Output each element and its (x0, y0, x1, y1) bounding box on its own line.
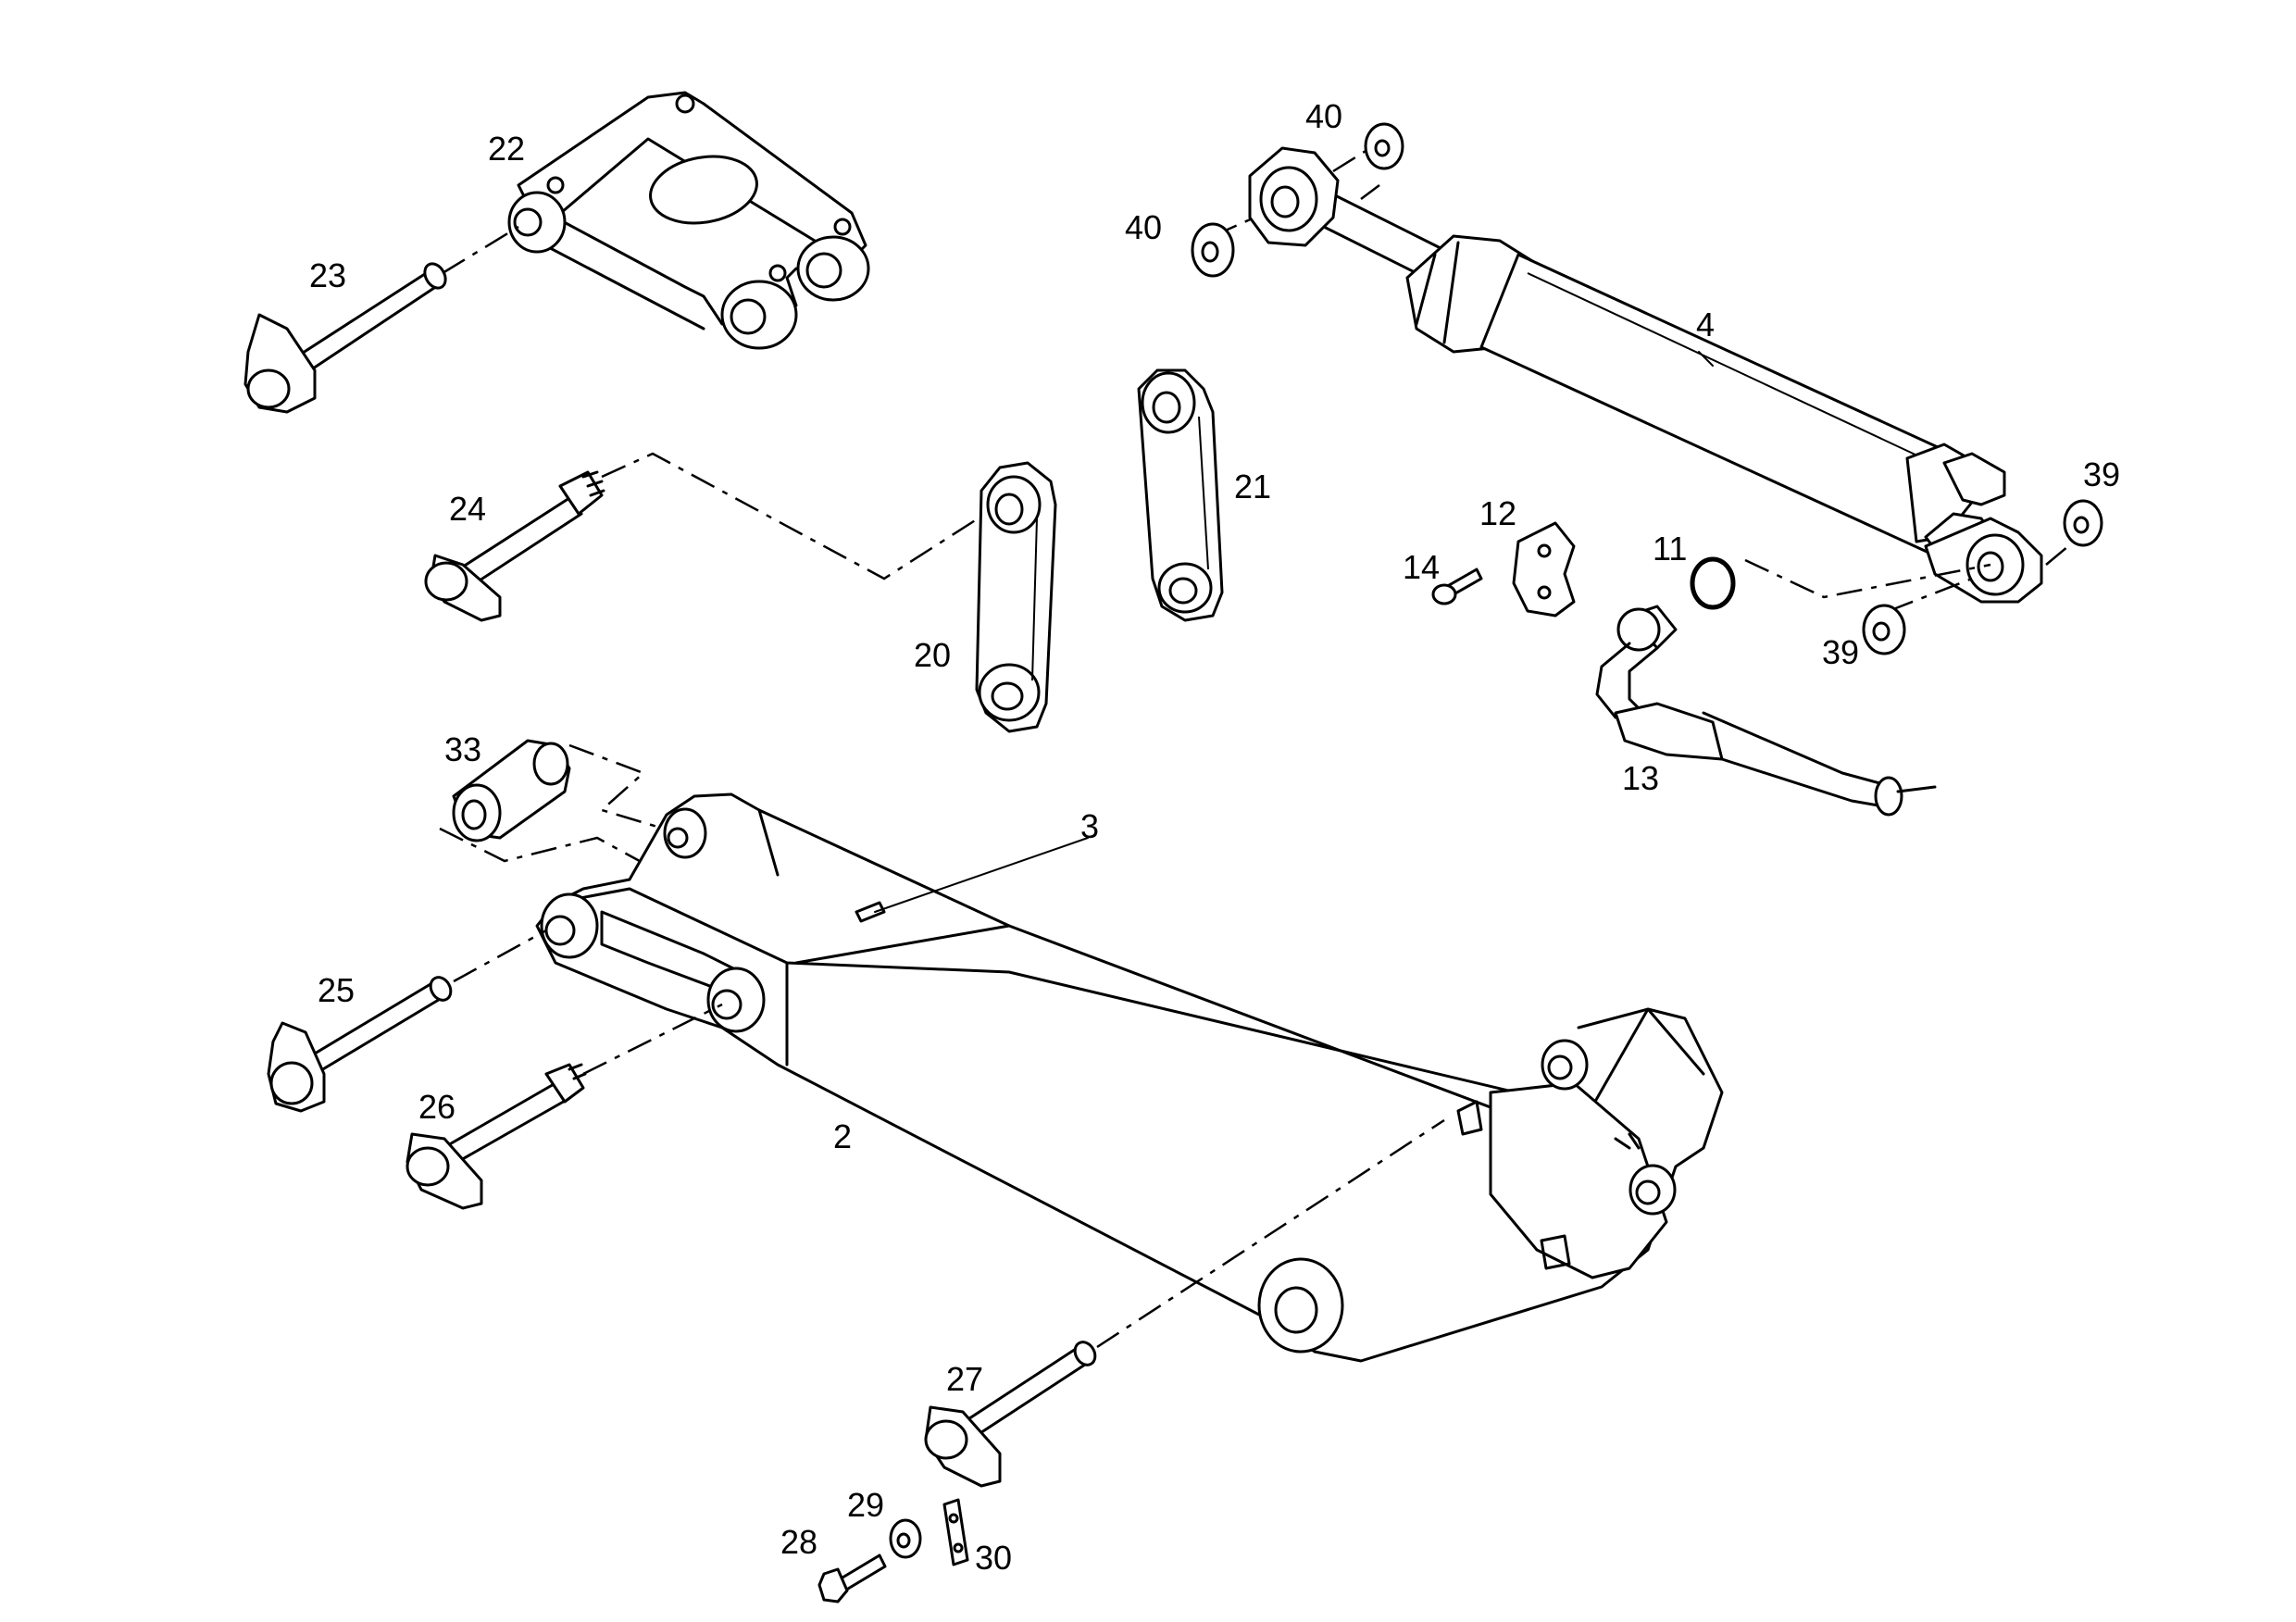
label-27: 27 (946, 1360, 983, 1398)
label-14: 14 (1403, 548, 1440, 586)
part-27-pin (924, 1341, 1097, 1488)
part-22-bracket (507, 91, 870, 350)
label-33: 33 (444, 730, 481, 768)
axis-line-23 (442, 225, 519, 275)
axis-line-39 (1744, 558, 1991, 599)
label-29: 29 (847, 1486, 884, 1524)
part-30-plate (942, 1498, 969, 1566)
label-39-lower: 39 (1822, 633, 1859, 671)
part-2-boom-arm (535, 792, 1724, 1363)
label-3: 3 (1080, 807, 1099, 845)
part-23-pin (243, 262, 447, 414)
axis-line-33 (439, 743, 695, 867)
part-21-link (1137, 368, 1224, 622)
part-20-link (975, 461, 1057, 733)
part-4-hydraulic-cylinder (1248, 146, 2043, 604)
label-25: 25 (318, 971, 355, 1009)
axis-line-26 (582, 1003, 723, 1076)
part-28-bolt (817, 1553, 887, 1603)
label-40-top: 40 (1305, 97, 1342, 135)
axis-line-24 (601, 452, 1001, 580)
label-12: 12 (1479, 494, 1516, 532)
label-22: 22 (488, 130, 525, 168)
axis-line-27 (1096, 1118, 1445, 1349)
part-25-pin (267, 976, 453, 1113)
label-23: 23 (309, 256, 346, 294)
label-4: 4 (1696, 306, 1715, 343)
part-33-bushing (452, 739, 571, 842)
axis-line-4 (1360, 184, 1380, 200)
label-21: 21 (1234, 468, 1271, 505)
part-29-washer (889, 1518, 922, 1559)
label-24: 24 (449, 490, 486, 528)
label-39-right: 39 (2083, 455, 2120, 493)
part-13-hose (1595, 605, 1937, 817)
part-26-pin (406, 1063, 587, 1210)
label-28: 28 (780, 1523, 817, 1561)
leader-line-3 (874, 837, 1089, 913)
label-13: 13 (1622, 759, 1659, 797)
label-26: 26 (418, 1088, 455, 1126)
part-11-seal-ring (1690, 556, 1736, 610)
part-40-washers (1191, 122, 1404, 278)
part-12-clamp (1512, 521, 1576, 618)
label-11: 11 (1653, 530, 1687, 568)
label-40-left: 40 (1125, 208, 1162, 246)
label-30: 30 (975, 1539, 1012, 1577)
part-14-screw (1431, 568, 1483, 605)
label-2: 2 (833, 1117, 852, 1155)
leader-line-4 (1698, 351, 1714, 367)
part-39-washers (1862, 499, 2103, 655)
axis-line-39b (1888, 541, 2075, 613)
axis-line-25 (453, 929, 547, 983)
part-24-pin (424, 470, 605, 622)
label-20: 20 (914, 636, 951, 674)
